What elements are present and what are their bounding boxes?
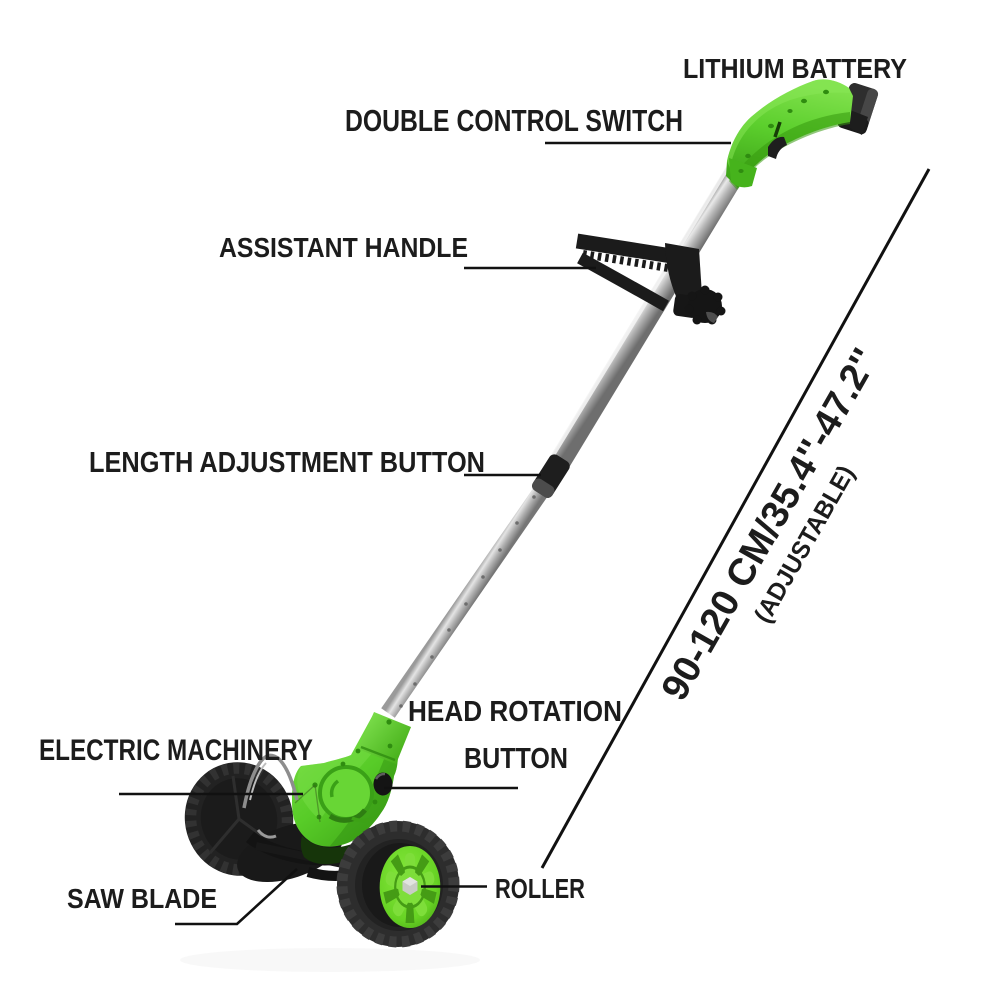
svg-text:ROLLER: ROLLER (495, 873, 585, 904)
svg-text:DOUBLE CONTROL SWITCH: DOUBLE CONTROL SWITCH (345, 103, 683, 138)
svg-text:90-120 CM/35.4''-47.2'': 90-120 CM/35.4''-47.2'' (654, 342, 887, 708)
svg-text:LITHIUM BATTERY: LITHIUM BATTERY (683, 53, 907, 84)
svg-text:ELECTRIC MACHINERY: ELECTRIC MACHINERY (39, 734, 313, 767)
svg-text:ASSISTANT HANDLE: ASSISTANT HANDLE (219, 232, 468, 263)
svg-text:BUTTON: BUTTON (464, 743, 568, 775)
svg-text:SAW BLADE: SAW BLADE (67, 883, 217, 914)
svg-text:LENGTH ADJUSTMENT BUTTON: LENGTH ADJUSTMENT BUTTON (89, 447, 485, 479)
svg-text:HEAD ROTATION: HEAD ROTATION (408, 696, 622, 728)
